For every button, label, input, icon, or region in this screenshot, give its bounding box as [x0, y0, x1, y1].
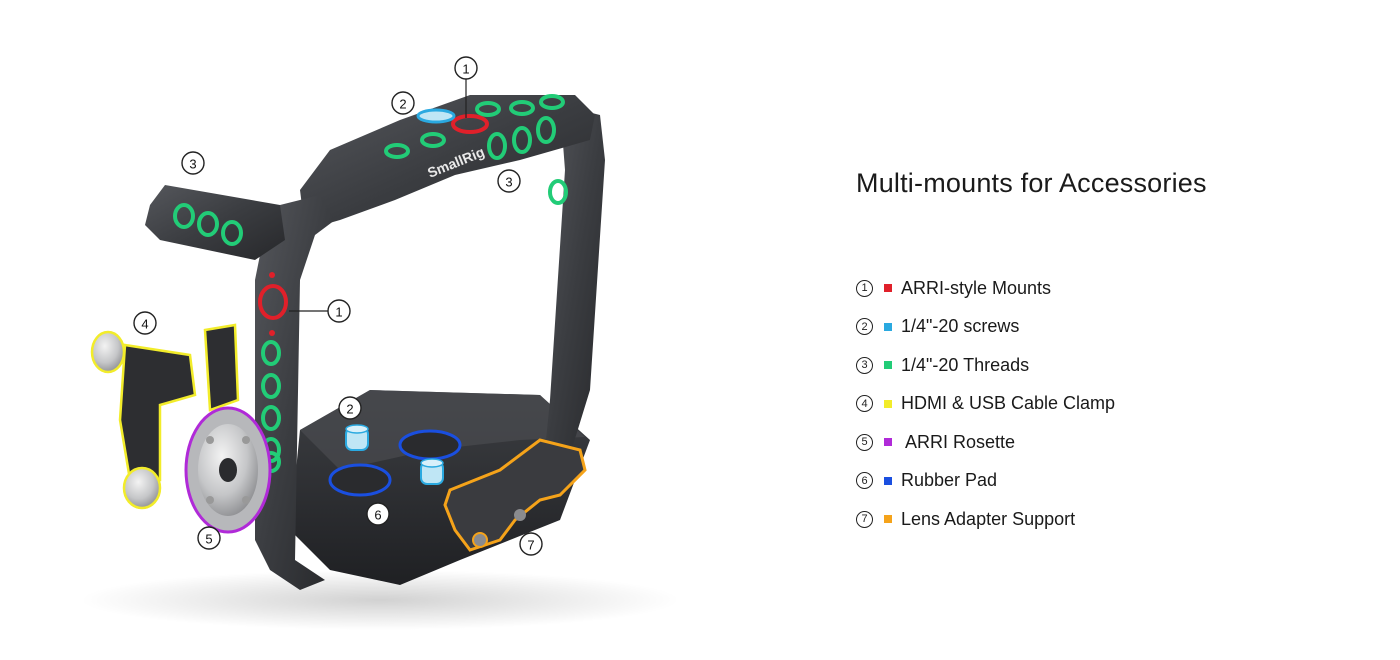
- callout-6: 6: [366, 502, 390, 526]
- callout-2-top: 2: [391, 91, 415, 115]
- cable-clamp: [90, 323, 240, 510]
- legend-color-swatch: [884, 438, 892, 447]
- svg-text:5: 5: [205, 532, 212, 547]
- legend-label: ARRI Rosette: [901, 431, 1016, 452]
- svg-text:3: 3: [505, 175, 512, 190]
- legend-number: 2: [856, 318, 873, 336]
- features-panel: Multi-mounts for Accessories 1 ARRI-style…: [856, 168, 1376, 539]
- legend-item: 7 Lens Adapter Support: [856, 500, 1376, 539]
- legend-item: 6 Rubber Pad: [856, 462, 1376, 501]
- legend-item: 5 ARRI Rosette: [856, 423, 1376, 462]
- threads-left-arm: [173, 203, 243, 246]
- callout-3-left: 3: [181, 151, 205, 175]
- legend-item: 1 ARRI-style Mounts: [856, 269, 1376, 308]
- legend-number: 3: [856, 356, 873, 374]
- legend-label: ARRI-style Mounts: [901, 277, 1052, 298]
- ground-shadow: [80, 570, 680, 630]
- svg-text:1: 1: [462, 62, 469, 77]
- legend-number: 6: [856, 472, 873, 490]
- callout-4: 4: [133, 311, 157, 335]
- panel-title: Multi-mounts for Accessories: [856, 168, 1207, 198]
- legend-number: 5: [856, 433, 873, 451]
- legend-number: 1: [856, 279, 873, 297]
- legend-color-swatch: [884, 361, 892, 370]
- legend-color-swatch: [884, 515, 892, 524]
- base-screws: [345, 424, 444, 485]
- legend-label: 1/4"-20 screws: [901, 316, 1020, 337]
- legend-item: 3 1/4"-20 Threads: [856, 346, 1376, 385]
- legend-label: HDMI & USB Cable Clamp: [901, 393, 1116, 414]
- camera-cage-illustration: SmallRig: [80, 56, 680, 630]
- arri-mounts: [258, 114, 489, 320]
- legend-label: Rubber Pad: [901, 470, 998, 491]
- threads-top: [384, 94, 568, 205]
- arri-rosette: [184, 406, 272, 534]
- legend-color-swatch: [884, 284, 892, 293]
- legend-number: 4: [856, 395, 873, 413]
- svg-text:1: 1: [335, 305, 342, 320]
- lens-adapter-support: [443, 438, 587, 552]
- screw-top: [416, 108, 456, 124]
- callout-1-side: 1: [327, 299, 351, 323]
- callout-2-base: 2: [338, 396, 362, 420]
- legend-color-swatch: [884, 476, 892, 485]
- svg-text:2: 2: [399, 97, 406, 112]
- callout-7: 7: [519, 532, 543, 556]
- legend-label: Lens Adapter Support: [901, 508, 1076, 529]
- left-upright: [255, 195, 335, 590]
- svg-text:4: 4: [141, 317, 148, 332]
- feature-legend: 1 ARRI-style Mounts 2 1/4"-20 screws 3 1/4"-2…: [856, 269, 1376, 539]
- svg-text:2: 2: [346, 402, 353, 417]
- callout-1-top: 1: [454, 56, 478, 80]
- callout-5: 5: [197, 526, 221, 550]
- svg-text:3: 3: [189, 157, 196, 172]
- legend-item: 4 HDMI & USB Cable Clamp: [856, 385, 1376, 424]
- legend-number: 7: [856, 510, 873, 528]
- legend-color-swatch: [884, 322, 892, 331]
- svg-text:6: 6: [374, 508, 381, 523]
- rubber-pads: [328, 429, 462, 497]
- right-upright: [545, 105, 605, 455]
- svg-text:7: 7: [527, 538, 534, 553]
- legend-item: 2 1/4"-20 screws: [856, 308, 1376, 347]
- callout-3-top: 3: [497, 169, 521, 193]
- legend-color-swatch: [884, 399, 892, 408]
- legend-label: 1/4"-20 Threads: [901, 354, 1030, 375]
